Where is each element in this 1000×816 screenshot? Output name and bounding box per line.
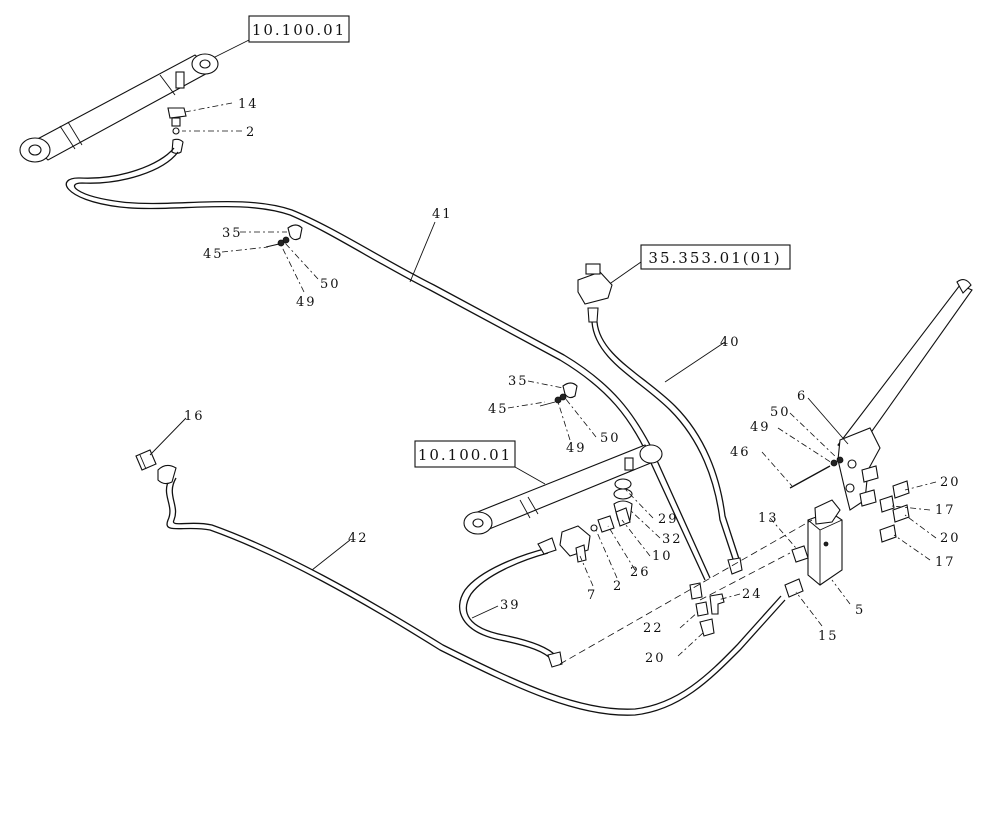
washer-2 <box>172 127 180 135</box>
elbow-fitting <box>171 138 184 155</box>
callout-32[interactable]: 32 <box>662 532 683 547</box>
leader-lines <box>149 102 937 657</box>
callout-17[interactable]: 17 <box>935 555 956 570</box>
callout-2[interactable]: 2 <box>246 125 256 140</box>
ref-label: 10.100.01 <box>418 446 512 464</box>
bolt-46 <box>789 456 844 489</box>
callout-26[interactable]: 26 <box>630 565 651 580</box>
ref-leader <box>514 466 546 485</box>
hose-39 <box>458 537 563 668</box>
callouts: 14 2 35 45 50 49 41 40 35 45 49 50 16 42… <box>184 97 961 666</box>
ref-box-top-left[interactable]: 10.100.01 <box>248 15 350 43</box>
fitting-13 <box>791 545 809 563</box>
callout-7[interactable]: 7 <box>587 588 597 603</box>
callout-24[interactable]: 24 <box>742 587 763 602</box>
callout-49[interactable]: 49 <box>566 441 587 456</box>
lever-6 <box>837 279 973 511</box>
fitting-16 <box>135 449 157 471</box>
cylinder-top-left <box>19 53 219 163</box>
callout-35[interactable]: 35 <box>508 374 529 389</box>
valve-block-5 <box>807 499 843 586</box>
callout-20[interactable]: 20 <box>940 531 961 546</box>
clamp-upper <box>265 224 303 248</box>
callout-2[interactable]: 2 <box>613 579 623 594</box>
fitting-10 <box>615 507 631 527</box>
valve-35-353 <box>577 263 613 323</box>
callout-46[interactable]: 46 <box>730 445 751 460</box>
callout-17[interactable]: 17 <box>935 503 956 518</box>
tee-fitting-7 <box>559 525 591 563</box>
callout-29[interactable]: 29 <box>658 512 679 527</box>
fittings-22-24-20 <box>689 582 725 637</box>
callout-39[interactable]: 39 <box>500 598 521 613</box>
callout-40[interactable]: 40 <box>720 335 741 350</box>
hose-41 <box>65 147 711 581</box>
callout-5[interactable]: 5 <box>855 603 865 618</box>
ref-label: 35.353.01(01) <box>648 249 781 267</box>
callout-50[interactable]: 50 <box>770 405 791 420</box>
callout-41[interactable]: 41 <box>432 207 453 222</box>
fitting-15 <box>784 578 804 598</box>
callout-50[interactable]: 50 <box>600 431 621 446</box>
hose-40 <box>591 321 743 575</box>
ref-leader <box>607 261 642 286</box>
callout-6[interactable]: 6 <box>797 389 807 404</box>
callout-22[interactable]: 22 <box>643 621 664 636</box>
ref-box-middle[interactable]: 10.100.01 <box>414 440 516 468</box>
callout-20[interactable]: 20 <box>940 475 961 490</box>
callout-50[interactable]: 50 <box>320 277 341 292</box>
ref-box-valve[interactable]: 35.353.01(01) <box>640 244 791 270</box>
callout-10[interactable]: 10 <box>652 549 673 564</box>
callout-45[interactable]: 45 <box>488 402 509 417</box>
callout-13[interactable]: 13 <box>758 511 779 526</box>
washer-2b <box>590 524 598 532</box>
hose-42 <box>157 464 786 716</box>
alignment-line <box>559 519 813 665</box>
callout-35[interactable]: 35 <box>222 226 243 241</box>
callout-49[interactable]: 49 <box>296 295 317 310</box>
fitting-26 <box>597 515 615 533</box>
cylinder-middle <box>463 444 663 535</box>
callout-45[interactable]: 45 <box>203 247 224 262</box>
callout-16[interactable]: 16 <box>184 409 205 424</box>
ref-label: 10.100.01 <box>252 21 346 39</box>
callout-49[interactable]: 49 <box>750 420 771 435</box>
alignment-line <box>699 552 791 601</box>
callout-42[interactable]: 42 <box>348 531 369 546</box>
callout-14[interactable]: 14 <box>238 97 259 112</box>
fitting-14 <box>167 107 187 127</box>
callout-20[interactable]: 20 <box>645 651 666 666</box>
clamp-lower <box>539 382 578 407</box>
fittings-20-17 <box>859 465 910 543</box>
callout-15[interactable]: 15 <box>818 629 839 644</box>
